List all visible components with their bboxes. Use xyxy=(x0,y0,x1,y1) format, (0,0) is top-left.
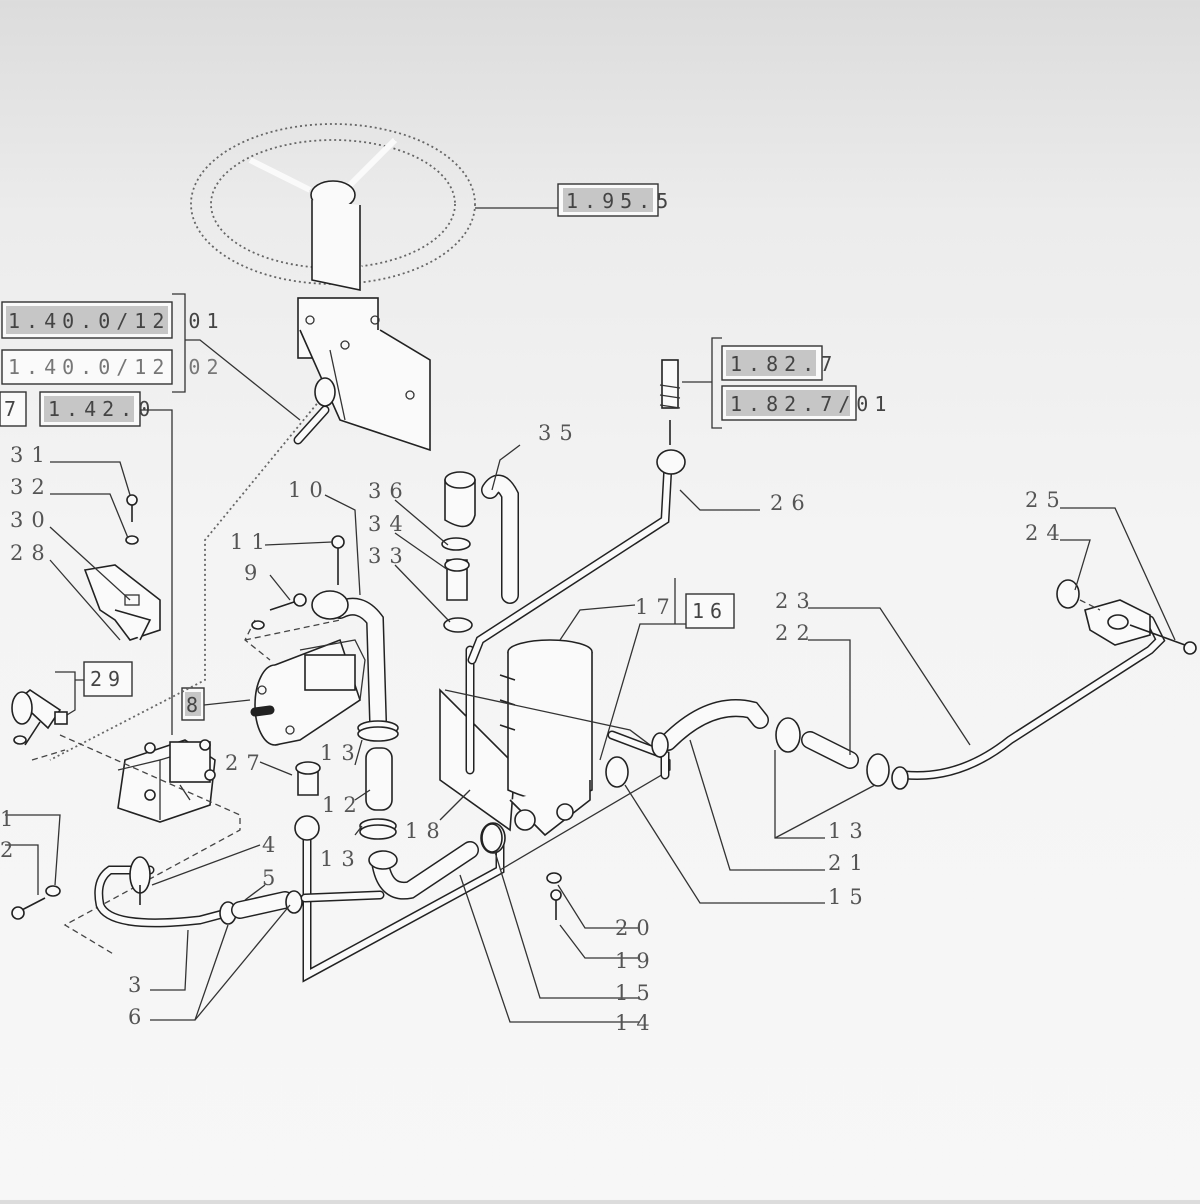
callout-20: 20 xyxy=(615,916,658,940)
steering-wheel xyxy=(190,123,476,452)
callout-15-a: 15 xyxy=(615,981,658,1005)
svg-text:1.40.0/12 02: 1.40.0/12 02 xyxy=(8,355,225,379)
callout-36: 36 xyxy=(368,479,411,503)
callout-4: 4 xyxy=(262,833,283,857)
callout-17: 17 xyxy=(635,595,678,619)
ref-1-82-7[interactable]: 1.82.7 xyxy=(721,345,838,381)
callout-28: 28 xyxy=(10,541,53,565)
ref-1-82-7-01[interactable]: 1.82.7/01 xyxy=(721,385,892,421)
ref-7[interactable]: 7 xyxy=(0,391,27,427)
callout-13-a: 13 xyxy=(320,741,363,765)
callout-21: 21 xyxy=(828,851,871,875)
callout-26: 26 xyxy=(770,491,813,515)
ref-1-95-5[interactable]: 1.95.5 xyxy=(557,183,674,217)
callout-14: 14 xyxy=(615,1011,658,1035)
svg-text:7: 7 xyxy=(4,397,22,421)
svg-text:8: 8 xyxy=(186,693,204,717)
elbow-fitting xyxy=(11,689,68,761)
ref-1-42-0[interactable]: 1.42.0 xyxy=(39,391,156,427)
ref-1-40-0-12-01[interactable]: 1.40.0/12 01 xyxy=(1,301,225,339)
callout-11: 11 xyxy=(230,530,273,554)
svg-text:29: 29 xyxy=(90,667,126,691)
callout-23: 23 xyxy=(775,589,818,613)
svg-text:1.40.0/12 01: 1.40.0/12 01 xyxy=(8,309,225,333)
svg-text:1.82.7: 1.82.7 xyxy=(730,352,838,376)
callout-25: 25 xyxy=(1025,488,1068,512)
callout-9: 9 xyxy=(244,561,265,585)
ref-8[interactable]: 8 xyxy=(181,687,205,721)
callout-24: 24 xyxy=(1025,521,1068,545)
callout-10: 10 xyxy=(288,478,331,502)
callout-18: 18 xyxy=(405,819,448,843)
hydraulic-pump xyxy=(117,739,216,823)
callout-31: 31 xyxy=(10,443,53,467)
callout-34: 34 xyxy=(368,512,411,536)
callout-3: 3 xyxy=(128,973,149,997)
svg-text:1.95.5: 1.95.5 xyxy=(566,189,674,213)
callout-35: 35 xyxy=(538,421,581,445)
callout-33: 33 xyxy=(368,544,411,568)
callout-numbers: 1 2 3 4 5 6 9 10 11 12 13 13 13 14 15 15… xyxy=(0,421,1068,1035)
callout-32: 32 xyxy=(10,475,53,499)
ref-29[interactable]: 29 xyxy=(83,661,133,697)
callout-22: 22 xyxy=(775,621,818,645)
ref-16[interactable]: 16 xyxy=(685,593,735,629)
oil-filter xyxy=(439,639,593,837)
callout-13-c: 13 xyxy=(828,819,871,843)
svg-text:1.42.0: 1.42.0 xyxy=(48,397,156,421)
callout-30: 30 xyxy=(10,508,53,532)
callout-13-b: 13 xyxy=(320,847,363,871)
svg-text:1.82.7/01: 1.82.7/01 xyxy=(730,392,892,416)
callout-2: 2 xyxy=(0,838,21,862)
callout-27: 27 xyxy=(225,751,268,775)
gear-pump xyxy=(250,638,366,746)
callout-1: 1 xyxy=(0,807,21,831)
callout-12: 12 xyxy=(322,793,365,817)
callout-19: 19 xyxy=(615,949,658,973)
leader-lines xyxy=(5,444,1176,1023)
callout-5: 5 xyxy=(262,866,283,890)
callout-15-b: 15 xyxy=(828,885,871,909)
ref-1-40-0-12-02[interactable]: 1.40.0/12 02 xyxy=(1,349,225,385)
callout-6: 6 xyxy=(128,1005,149,1029)
svg-text:16: 16 xyxy=(692,599,728,623)
